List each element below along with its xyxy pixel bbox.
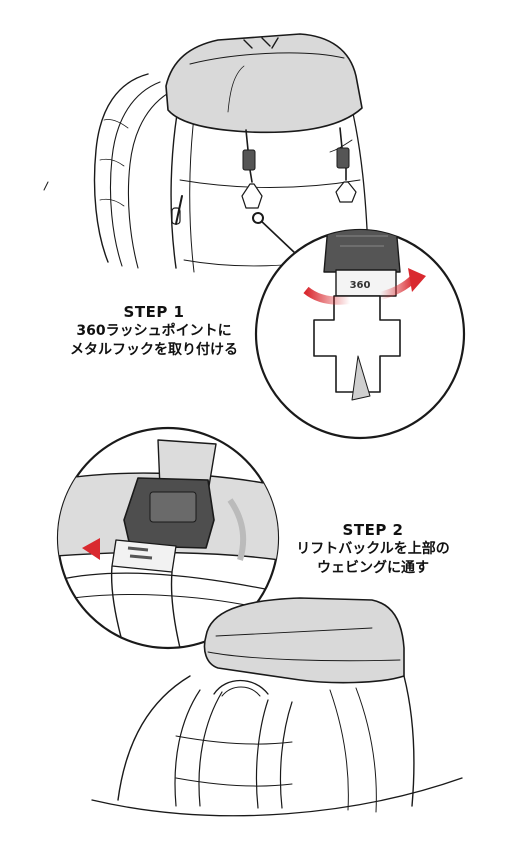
- step2-instruction: STEP 2 リフトバックルを上部の ウェビングに通す: [275, 520, 471, 578]
- step1-callout-pointer: [252, 212, 297, 255]
- step1-title: STEP 1: [123, 303, 185, 321]
- step2-title: STEP 2: [342, 521, 404, 539]
- step1-text-line1: 360ラッシュポイントに: [76, 323, 232, 339]
- backpack-bottom-illustration: [91, 597, 463, 817]
- step2-zoom-circle: [56, 426, 280, 650]
- step1-text-line2: メタルフックを取り付ける: [70, 342, 238, 358]
- step1-instruction: STEP 1 360ラッシュポイントに メタルフックを取り付ける: [52, 302, 256, 360]
- buckle-logo: 360: [350, 280, 371, 291]
- step1-zoom-circle: 360: [254, 228, 466, 440]
- backpack-top-illustration: [43, 33, 369, 273]
- step2-text-line1: リフトバックルを上部の: [296, 541, 450, 557]
- step2-text-line2: ウェビングに通す: [317, 560, 429, 576]
